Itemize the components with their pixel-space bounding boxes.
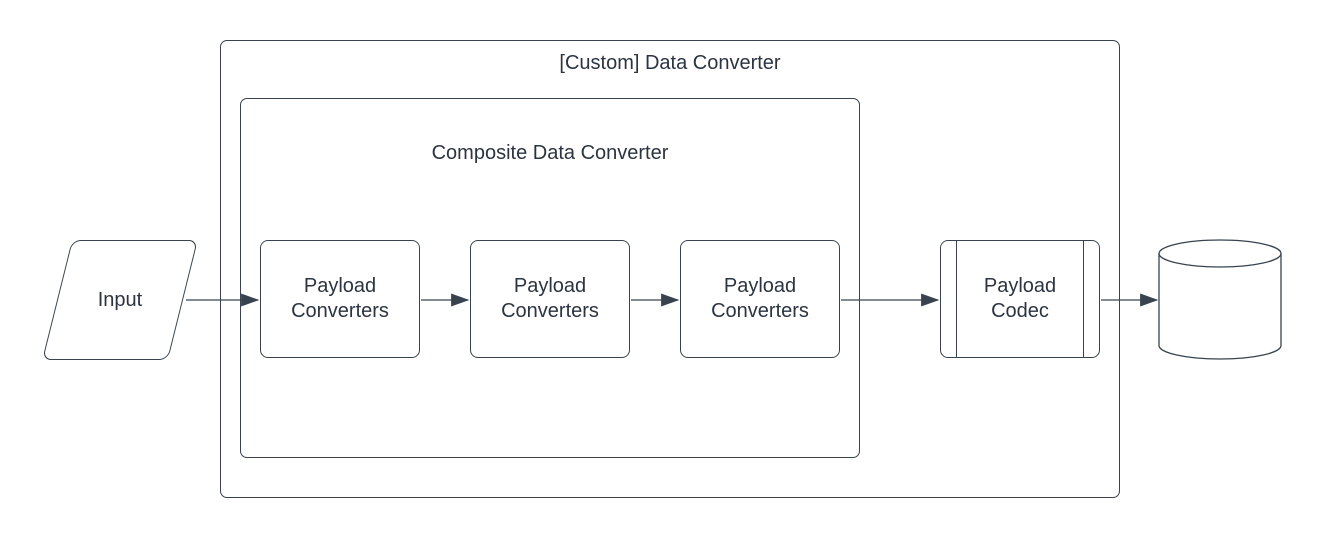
node-payload-converters-1-label: Payload Converters — [291, 275, 389, 322]
predefined-process-bar-right — [1083, 241, 1084, 357]
node-payload-converters-2: Payload Converters — [470, 240, 630, 358]
node-payload-converters-3: Payload Converters — [680, 240, 840, 358]
container-composite-data-converter-title: Composite Data Converter — [431, 142, 669, 164]
node-payload-converters-1: Payload Converters — [260, 240, 420, 358]
container-custom-data-converter-title: [Custom] Data Converter — [559, 52, 781, 74]
node-cluster-storage: Cluster Storage — [1185, 282, 1257, 329]
node-payload-codec: Payload Codec — [940, 240, 1100, 358]
node-input: Input — [97, 288, 143, 311]
node-payload-converters-2-label: Payload Converters — [501, 275, 599, 322]
node-payload-codec-label: Payload Codec — [983, 275, 1057, 322]
predefined-process-bar-left — [956, 241, 957, 357]
node-payload-converters-3-label: Payload Converters — [711, 275, 809, 322]
